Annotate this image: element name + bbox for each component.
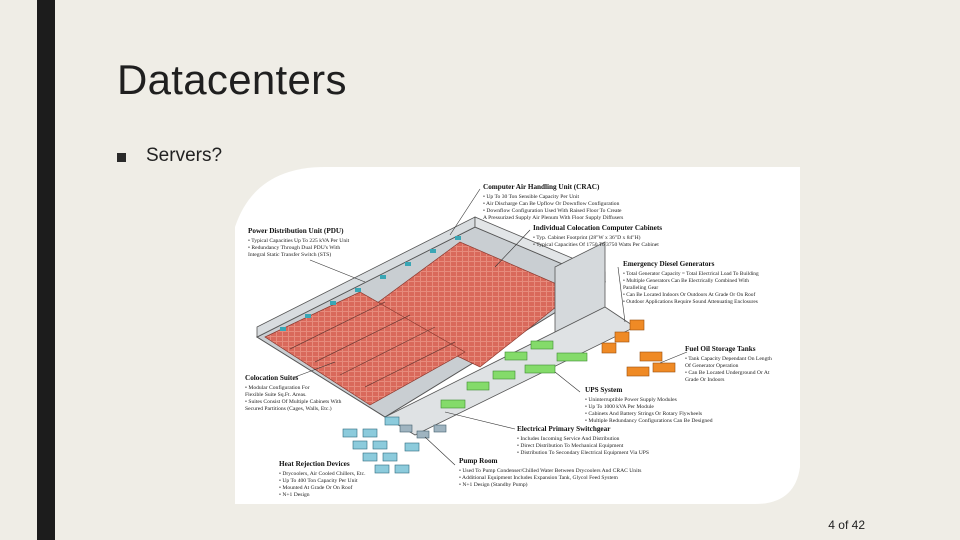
svg-text:Power Distribution Unit (PDU): Power Distribution Unit (PDU) (248, 227, 344, 235)
callout-fuel-tanks: Fuel Oil Storage Tanks • Tank Capacity D… (685, 345, 772, 383)
svg-text:Computer Air Handling Unit (CR: Computer Air Handling Unit (CRAC) (483, 183, 600, 191)
svg-text:• Multiple Redundancy Configur: • Multiple Redundancy Configurations Can… (585, 417, 713, 424)
bullet-text: Servers? (146, 145, 223, 166)
ups-modules (440, 340, 588, 409)
callout-leader-lines (294, 188, 688, 466)
svg-text:• Direct Distribution To Mecha: • Direct Distribution To Mechanical Equi… (517, 443, 624, 449)
svg-text:• Cabinets And Battery Strings: • Cabinets And Battery Strings Or Rotary… (585, 411, 702, 417)
svg-text:UPS System: UPS System (585, 386, 622, 394)
svg-text:Emergency Diesel Generators: Emergency Diesel Generators (623, 260, 715, 268)
svg-text:• Redundancy Through Dual PDU': • Redundancy Through Dual PDU's With (248, 245, 340, 251)
svg-text:Secured Partitions (Cages, Wal: Secured Partitions (Cages, Walls, Etc.) (245, 405, 332, 412)
colocation-suites-area (264, 291, 466, 406)
callout-ups: UPS System • Uninterruptible Power Suppl… (585, 386, 713, 424)
svg-text:• Up To 400 Ton Capacity Per U: • Up To 400 Ton Capacity Per Unit (279, 478, 358, 484)
callout-heat-rejection: Heat Rejection Devices • Drycoolers, Air… (279, 460, 366, 498)
svg-text:Fuel Oil Storage Tanks: Fuel Oil Storage Tanks (685, 345, 756, 353)
svg-text:Heat Rejection Devices: Heat Rejection Devices (279, 460, 350, 468)
svg-text:• Used To Pump Condenser/Chill: • Used To Pump Condenser/Chilled Water B… (459, 468, 641, 474)
svg-text:• Total Generator Capacity = T: • Total Generator Capacity = Total Elect… (623, 271, 759, 277)
svg-text:Paralleling Gear: Paralleling Gear (623, 285, 658, 291)
svg-text:• Can Be Located Indoors Or Ou: • Can Be Located Indoors Or Outdoors At … (623, 291, 755, 298)
svg-text:• Can Be Located Underground O: • Can Be Located Underground Or At (685, 370, 770, 376)
svg-text:• Uninterruptible Power Supply: • Uninterruptible Power Supply Modules (585, 397, 677, 403)
svg-text:• Distribution To Secondary El: • Distribution To Secondary Electrical E… (517, 450, 649, 456)
svg-text:• Mounted At Grade Or On Roof: • Mounted At Grade Or On Roof (279, 484, 353, 491)
svg-text:• Air Discharge Can Be Upflow: • Air Discharge Can Be Upflow Or Downflo… (483, 200, 620, 207)
svg-text:• Multiple Generators Can Be E: • Multiple Generators Can Be Electricall… (623, 278, 749, 284)
svg-text:Of Generator Operation: Of Generator Operation (685, 362, 739, 369)
callout-generators: Emergency Diesel Generators • Total Gene… (623, 260, 759, 305)
svg-text:• Additional Equipment Include: • Additional Equipment Includes Expansio… (459, 475, 618, 481)
svg-text:Flexible Suite Sq.Ft. Areas.: Flexible Suite Sq.Ft. Areas. (245, 392, 307, 398)
callout-crac: Computer Air Handling Unit (CRAC) • Up T… (483, 183, 623, 221)
callout-colocation-suites: Colocation Suites • Modular Configuratio… (245, 374, 342, 412)
pdu-units (280, 236, 461, 331)
slide-title: Datacenters (117, 56, 347, 103)
svg-text:Integral Static Transfer Switc: Integral Static Transfer Switch (STS) (248, 251, 331, 258)
svg-text:• Typ. Cabinet Footprint (28"W: • Typ. Cabinet Footprint (28"W x 36"D x … (533, 234, 641, 241)
heat-rejection-coolers (342, 416, 420, 474)
callout-switchgear: Electrical Primary Switchgear • Includes… (517, 425, 649, 456)
svg-text:• N+1 Design: • N+1 Design (279, 492, 310, 498)
svg-text:• N+1 Design (Standby Pump): • N+1 Design (Standby Pump) (459, 481, 528, 488)
callout-colocation-cabinets: Individual Colocation Computer Cabinets … (533, 224, 662, 248)
svg-text:• Tank Capacity Dependant On L: • Tank Capacity Dependant On Length (685, 356, 772, 362)
svg-text:• Includes Incoming Service An: • Includes Incoming Service And Distribu… (517, 436, 620, 442)
svg-text:• Typical Capacities Up To 225: • Typical Capacities Up To 225 kVA Per U… (248, 238, 350, 244)
svg-text:Colocation Suites: Colocation Suites (245, 374, 299, 382)
svg-text:• Up To 1000 kVA Per Module: • Up To 1000 kVA Per Module (585, 404, 654, 410)
svg-text:• Drycoolers, Air Cooled Chill: • Drycoolers, Air Cooled Chillers, Etc. (279, 471, 366, 477)
svg-text:• Up To 30 Ton Sensible Capaci: • Up To 30 Ton Sensible Capacity Per Uni… (483, 194, 579, 200)
pump-room-equipment (399, 424, 447, 439)
svg-text:Grade Or Indoors: Grade Or Indoors (685, 377, 724, 383)
svg-text:Pump Room: Pump Room (459, 457, 498, 465)
bullet-item: Servers? (117, 145, 222, 167)
svg-text:Electrical Primary Switchgear: Electrical Primary Switchgear (517, 425, 611, 433)
generators-and-tanks (601, 319, 676, 377)
svg-text:• Modular Configuration For: • Modular Configuration For (245, 384, 310, 391)
page-number: 4 of 42 (828, 518, 865, 532)
callout-pump-room: Pump Room • Used To Pump Condenser/Chill… (459, 457, 641, 488)
svg-text:• Downflow Configuration Used: • Downflow Configuration Used With Raise… (483, 207, 622, 214)
svg-text:A Pressurized Supply Air Plenu: A Pressurized Supply Air Plenum With Flo… (483, 214, 623, 221)
svg-text:• Suites Consist Of Multiple C: • Suites Consist Of Multiple Cabinets Wi… (245, 398, 342, 405)
datacenter-diagram: Computer Air Handling Unit (CRAC) • Up T… (235, 167, 800, 504)
square-bullet-icon (117, 152, 126, 162)
callout-pdu: Power Distribution Unit (PDU) • Typical … (248, 227, 350, 258)
svg-text:Individual Colocation Computer: Individual Colocation Computer Cabinets (533, 224, 662, 232)
svg-text:• Outdoor Applications Require: • Outdoor Applications Require Sound Att… (623, 299, 758, 305)
svg-text:• Typical Capacities Of 1750 T: • Typical Capacities Of 1750 To 3750 Wat… (533, 241, 659, 248)
suite-partitions (289, 301, 456, 388)
left-accent-bar (37, 0, 55, 540)
